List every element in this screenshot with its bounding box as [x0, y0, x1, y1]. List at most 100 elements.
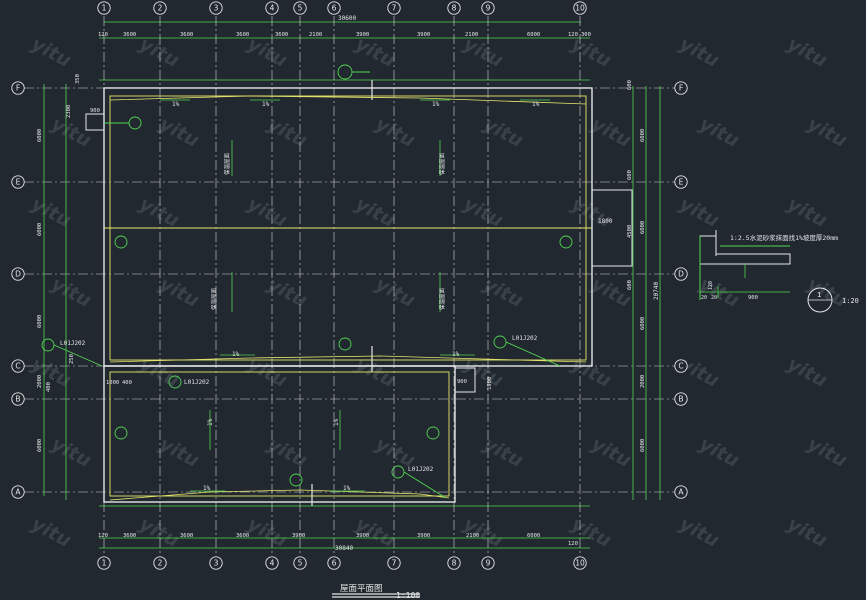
side-dimension-lines [43, 84, 661, 500]
bottom-seg-3: 3600 [180, 533, 193, 539]
left-dim-2000: 2000 [37, 375, 43, 388]
watermark-text: yitu [372, 113, 419, 152]
axis-bubble-top-1-label: 1 [102, 4, 107, 13]
axis-bubble-left-A-label: A [15, 488, 21, 497]
axis-bubble-bottom-2-label: 2 [158, 559, 163, 568]
axis-bubble-left-B-label: B [15, 395, 20, 404]
watermark-text: yitu [480, 433, 527, 472]
top-seg-4: 3600 [236, 32, 249, 38]
detail-dim-900: 900 [748, 295, 758, 301]
roof-label-2: 保温屋面 [438, 152, 446, 175]
watermark-text: yitu [136, 513, 183, 552]
left-dim-6000-d: 6000 [37, 439, 43, 452]
roof-label-1: 保温屋面 [223, 152, 231, 175]
watermark-text: yitu [28, 513, 75, 552]
bottom-seg-5: 3900 [292, 533, 305, 539]
bottom-seg-4: 3600 [236, 533, 249, 539]
right-total-dim: 20740 [653, 282, 660, 300]
axis-bubble-top-4-label: 4 [270, 4, 275, 13]
axis-bubble-top-7: 7 [387, 1, 401, 15]
slope-label-6: 1% [452, 351, 460, 358]
watermark-text: yitu [136, 193, 183, 232]
bottom-seg-2: 3600 [123, 533, 136, 539]
axis-bubble-right-A: A [674, 485, 688, 499]
watermark-text: yitu [48, 433, 95, 472]
top-total-dim: 30600 [338, 15, 356, 22]
watermark-text: yitu [372, 273, 419, 312]
axis-bubble-bottom-3: 3 [209, 556, 223, 570]
top-seg-11: 120 [568, 32, 578, 38]
width-1800-label: 1800 [598, 218, 613, 225]
top-seg-2: 3600 [123, 32, 136, 38]
top-seg-8: 3900 [417, 32, 430, 38]
axis-bubble-bottom-5-label: 5 [298, 559, 303, 568]
axis-bubble-bottom-1: 1 [97, 556, 111, 570]
right-dim-600-b: 600 [627, 170, 633, 180]
right-dim-600: 600 [627, 80, 633, 90]
slope-label-10: 1% [333, 418, 340, 426]
detail-note: 1:2.5水泥砂浆抹面找1%坡度厚20mm [730, 233, 838, 242]
dim-400-label: 400 [122, 380, 132, 386]
watermark-text: yitu [480, 113, 527, 152]
axis-bubble-left-A: A [11, 485, 25, 499]
bottom-seg-1: 120 [98, 533, 108, 539]
axis-bubble-top-3-label: 3 [214, 4, 219, 13]
axis-bubble-top-9: 9 [481, 1, 495, 15]
watermark-text: yitu [696, 113, 743, 152]
detail-dim-a: 20 [701, 295, 707, 301]
axis-bubble-bottom-2: 2 [153, 556, 167, 570]
watermark-text: yitu [784, 193, 831, 232]
axis-bubble-right-B-label: B [678, 395, 683, 404]
watermark-text: yitu [804, 433, 851, 472]
watermark-text: yitu [136, 33, 183, 72]
axis-bubble-bottom-7: 7 [387, 556, 401, 570]
watermark-text: yitu [48, 273, 95, 312]
axis-bubble-bottom-7-label: 7 [392, 559, 397, 568]
axis-bubble-bottom-9-label: 9 [486, 559, 491, 568]
watermark-text: yitu [784, 33, 831, 72]
axis-bubble-top-9-label: 9 [486, 4, 491, 13]
axis-bubble-bottom-6-label: 6 [332, 559, 337, 568]
axis-bubble-left-B: B [11, 392, 25, 406]
watermark-text: yitu [460, 193, 507, 232]
text-labels: 30600 120 3600 3600 3600 3600 2100 3900 … [37, 15, 859, 600]
axis-bubble-left-E-label: E [16, 178, 21, 187]
detail-ref-no: 1 [817, 291, 821, 299]
slope-arrows [160, 99, 550, 492]
bottom-seg-6: 3900 [356, 533, 369, 539]
left-dim-6000-a: 6000 [37, 129, 43, 142]
axis-bubble-right-A-label: A [678, 488, 684, 497]
top-seg-12: 300 [581, 32, 591, 38]
axis-bubble-bottom-8-label: 8 [452, 559, 457, 568]
watermark-text: yitu [676, 353, 723, 392]
watermark-text: yitu [264, 433, 311, 472]
left-dim-900: 900 [90, 108, 100, 114]
watermark-text: yitu [568, 193, 615, 232]
watermark-text: yitu [676, 193, 723, 232]
dim-900-a-label: 900 [457, 379, 467, 385]
watermark-text: yitu [460, 33, 507, 72]
left-dim-2300: 2300 [66, 105, 72, 118]
bottom-total-dim: 30840 [335, 545, 353, 552]
drain-label-a: L01J202 [60, 340, 86, 347]
watermark-text: yitu [264, 273, 311, 312]
axis-bubble-top-5-label: 5 [298, 4, 303, 13]
watermark-text: yitu [156, 433, 203, 472]
eave-detail [699, 230, 833, 313]
top-seg-6: 2100 [309, 32, 322, 38]
slope-label-3: 1% [432, 101, 440, 108]
axis-bubble-bottom-5: 5 [293, 556, 307, 570]
bottom-seg-10: 120 [568, 541, 578, 547]
slope-label-4: 1% [532, 101, 540, 108]
slope-label-7: 1% [203, 485, 211, 492]
axis-bubble-right-C: C [674, 359, 688, 373]
axis-bubble-bottom-1-label: 1 [102, 559, 107, 568]
axis-bubble-top-5: 5 [293, 1, 307, 15]
axis-bubble-top-6-label: 6 [332, 4, 337, 13]
axis-bubble-top-10-label: 10 [575, 4, 585, 13]
left-dim-6000-c: 6000 [37, 315, 43, 328]
axis-bubble-bottom-3-label: 3 [214, 559, 219, 568]
detail-dim-b: 20 [711, 295, 717, 301]
right-dim-6000-b: 6000 [640, 221, 646, 234]
